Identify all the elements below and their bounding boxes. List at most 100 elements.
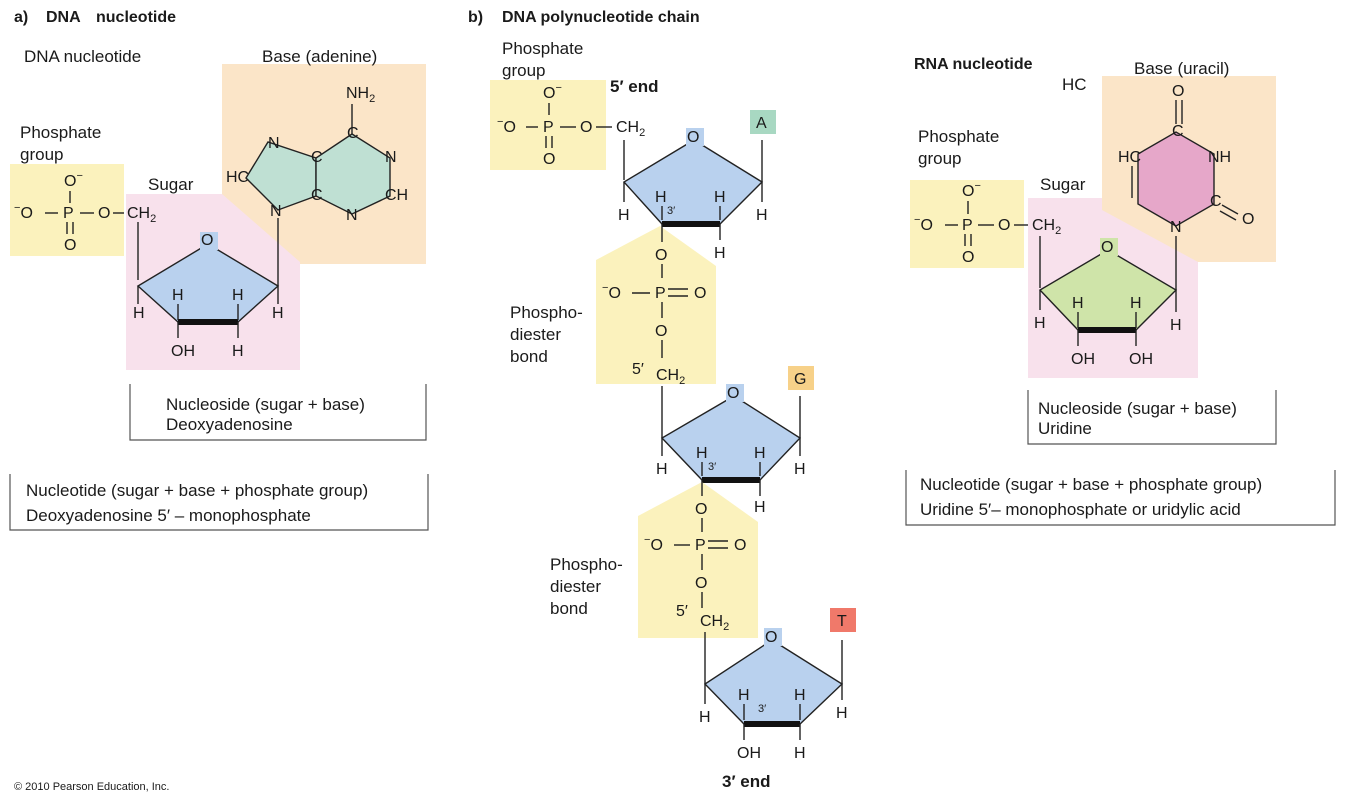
panel-a: a) DNA nucleotide DNA nucleotide Base (a… — [9, 9, 429, 531]
svg-text:O: O — [734, 537, 746, 554]
panel-a-base-label: Base (adenine) — [262, 47, 377, 66]
svg-text:3′: 3′ — [758, 703, 766, 715]
svg-text:H: H — [232, 287, 244, 304]
panel-c-nucleoside-line-2: Uridine — [1038, 419, 1092, 438]
chain-base-letter-a: A — [756, 115, 767, 132]
panel-c-phosphate-label-1: Phosphate — [918, 127, 999, 146]
svg-text:H: H — [656, 461, 668, 478]
svg-text:O: O — [695, 575, 707, 592]
panel-b-heading: DNA polynucleotide chain — [502, 9, 700, 26]
panel-c-nucleoside-bracket — [1027, 390, 1277, 445]
svg-text:O: O — [695, 501, 707, 518]
panel-b: b) DNA polynucleotide chain Phosphate gr… — [468, 9, 856, 791]
svg-text:O: O — [655, 247, 667, 264]
panel-a-nucleoside-bracket — [129, 384, 427, 441]
svg-text:H: H — [794, 687, 806, 704]
panel-a-phosphate-label-2: group — [20, 145, 63, 164]
svg-text:H: H — [714, 245, 726, 262]
bond-label-1-line-2: diester — [510, 325, 561, 344]
svg-text:O: O — [64, 237, 76, 254]
chain-base-badge-g — [788, 366, 814, 390]
svg-text:3′: 3′ — [708, 461, 716, 473]
svg-text:−O: −O — [602, 282, 621, 302]
svg-text:P: P — [63, 205, 74, 222]
bond-label-2-line-2: diester — [550, 577, 601, 596]
svg-text:H: H — [655, 189, 667, 206]
panel-c-phosphate-group: O− −O P O O CH2 — [914, 180, 1061, 266]
svg-text:H: H — [133, 305, 145, 322]
copyright-notice: © 2010 Pearson Education, Inc. — [14, 781, 169, 793]
svg-text:O: O — [998, 217, 1010, 234]
panel-a-nucleotide-line-1: Nucleotide (sugar + base + phosphate gro… — [26, 481, 368, 500]
svg-text:−O: −O — [14, 202, 33, 222]
svg-text:P: P — [655, 285, 666, 302]
svg-text:5′: 5′ — [676, 603, 688, 620]
panel-c-nucleotide-line-1: Nucleotide (sugar + base + phosphate gro… — [920, 475, 1262, 494]
svg-text:C: C — [1210, 193, 1222, 210]
bond-label-2-line-1: Phospho- — [550, 555, 623, 574]
svg-text:O: O — [694, 285, 706, 302]
svg-text:5′: 5′ — [632, 361, 644, 378]
svg-text:HC: HC — [226, 169, 249, 186]
svg-text:N: N — [385, 149, 397, 166]
svg-text:H: H — [738, 687, 750, 704]
panel-a-nucleoside-line-1: Nucleoside (sugar + base) — [166, 395, 365, 414]
svg-text:OH: OH — [171, 343, 195, 360]
svg-text:C: C — [311, 187, 323, 204]
svg-text:CH2: CH2 — [616, 119, 645, 139]
svg-text:P: P — [962, 217, 973, 234]
svg-text:CH: CH — [385, 187, 408, 204]
panel-a-heading-nucleotide: nucleotide — [96, 9, 176, 26]
panel-c-phosphate-region — [910, 180, 1024, 268]
svg-text:N: N — [346, 207, 358, 224]
svg-text:CH2: CH2 — [1032, 217, 1061, 237]
panel-c-nucleoside-line-1: Nucleoside (sugar + base) — [1038, 399, 1237, 418]
panel-c-sugar-label: Sugar — [1040, 175, 1086, 194]
svg-text:H: H — [232, 343, 244, 360]
svg-text:O: O — [201, 232, 213, 249]
panel-c-phosphate-label-2: group — [918, 149, 961, 168]
svg-text:N: N — [268, 135, 280, 152]
svg-text:O: O — [727, 385, 739, 402]
svg-text:O: O — [962, 249, 974, 266]
three-prime-end-label: 3′ end — [722, 772, 770, 791]
panel-b-phosphate-label-1: Phosphate — [502, 39, 583, 58]
chain-sugar-2 — [660, 395, 802, 481]
svg-text:H: H — [794, 745, 806, 762]
bond-label-2-line-3: bond — [550, 599, 588, 618]
svg-text:H: H — [618, 207, 630, 224]
svg-text:CH2: CH2 — [656, 367, 685, 387]
panel-a-nucleotide-bracket — [9, 474, 429, 531]
svg-text:H: H — [1170, 317, 1182, 334]
svg-text:H: H — [1072, 295, 1084, 312]
panel-a-sugar-label: Sugar — [148, 175, 194, 194]
svg-text:O: O — [655, 323, 667, 340]
svg-text:H: H — [794, 461, 806, 478]
svg-text:O: O — [765, 629, 777, 646]
panel-c-heading: RNA nucleotide — [914, 56, 1033, 73]
chain-sugar-3 — [703, 639, 844, 725]
svg-text:N: N — [1170, 219, 1182, 236]
panel-c-nucleotide-line-2: Uridine 5′– monophosphate or uridylic ac… — [920, 500, 1241, 519]
svg-text:O: O — [1242, 211, 1254, 228]
panel-b-phosphate-label-2: group — [502, 61, 545, 80]
svg-text:O: O — [98, 205, 110, 222]
svg-text:H: H — [756, 207, 768, 224]
svg-text:H: H — [754, 445, 766, 462]
panel-b-letter: b) — [468, 9, 483, 26]
chain-base-letter-g: G — [794, 371, 806, 388]
svg-text:P: P — [695, 537, 706, 554]
svg-text:H: H — [699, 709, 711, 726]
svg-text:NH: NH — [1208, 149, 1231, 166]
svg-text:N: N — [270, 203, 282, 220]
svg-text:O: O — [1172, 83, 1184, 100]
panel-a-letter: a) — [14, 9, 28, 26]
panel-a-heading-dna: DNA — [46, 9, 81, 26]
panel-c-uracil-ring — [1137, 131, 1215, 227]
svg-text:O: O — [543, 151, 555, 168]
svg-text:−O: −O — [914, 214, 933, 234]
panel-a-dna-nucleotide-label: DNA nucleotide — [24, 47, 141, 66]
chain-sugar-1 — [622, 139, 764, 225]
svg-text:H: H — [696, 445, 708, 462]
